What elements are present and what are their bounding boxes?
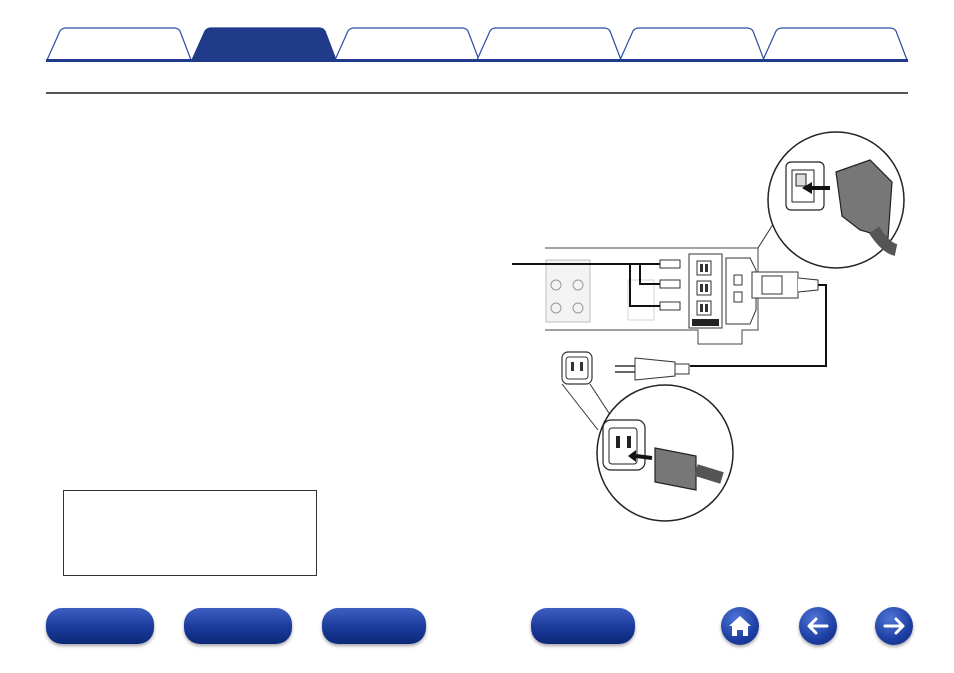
rear-panel-illustration [512, 247, 827, 367]
nav-button-3[interactable] [322, 608, 426, 644]
tab-6[interactable] [762, 27, 908, 61]
wall-outlet-illustration [561, 351, 690, 431]
tab-5[interactable] [619, 27, 765, 61]
tab-bar-underline [46, 59, 908, 62]
note-box [63, 490, 317, 576]
arrow-left-icon [807, 617, 829, 635]
nav-button-1[interactable] [46, 608, 154, 644]
arrow-right-icon [883, 617, 905, 635]
home-icon [729, 616, 751, 636]
tab-bar [46, 27, 908, 61]
tab-1[interactable] [46, 27, 192, 61]
zoom-inlet-detail [757, 131, 905, 269]
section-divider [46, 92, 908, 94]
tab-4[interactable] [476, 27, 622, 61]
tab-3[interactable] [334, 27, 480, 61]
home-button[interactable] [721, 607, 759, 645]
power-connection-diagram [512, 131, 905, 522]
nav-button-4[interactable] [531, 608, 635, 644]
tab-2[interactable] [191, 27, 337, 61]
back-button[interactable] [799, 607, 837, 645]
nav-button-2[interactable] [184, 608, 292, 644]
forward-button[interactable] [875, 607, 913, 645]
zoom-outlet-detail [596, 384, 734, 522]
